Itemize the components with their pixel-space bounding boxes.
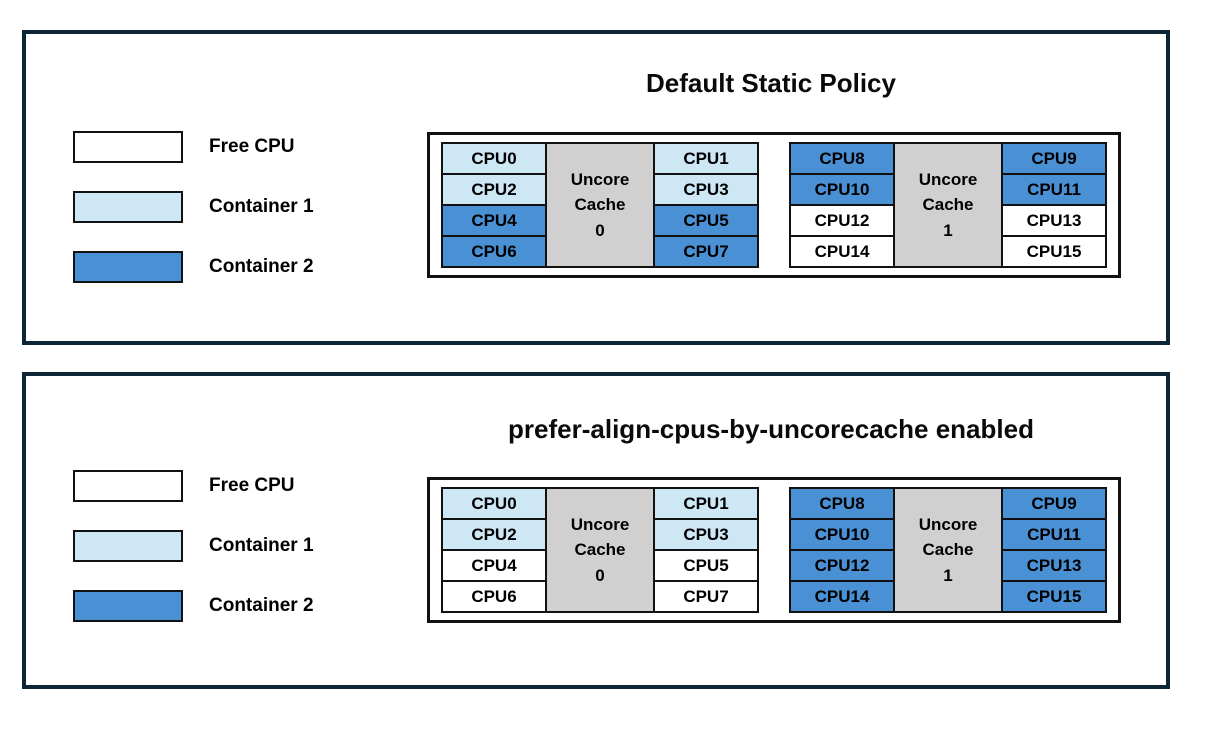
cpu-cell: CPU14 [791, 237, 893, 266]
cpu-cell: CPU7 [655, 582, 757, 611]
legend-swatch-container1 [73, 191, 183, 223]
cpu-topology-diagram: Uncore Cache 0 CPU0 CPU2 CPU4 CPU6 CPU1 … [427, 477, 1121, 623]
uncore-cache-0-block: Uncore Cache 0 [547, 489, 653, 611]
cpu-cell: CPU0 [443, 489, 545, 518]
cpu-cell: CPU2 [443, 520, 545, 549]
cpu-cell: CPU10 [791, 175, 893, 204]
legend-swatch-container2 [73, 251, 183, 283]
legend-item-free-cpu: Free CPU [73, 131, 295, 163]
cache-label-line: Uncore [570, 514, 630, 534]
policy-panel-default: Default Static Policy Free CPU Container… [22, 30, 1170, 345]
cache-label-line: 1 [943, 220, 953, 240]
uncore-cache-1-group: Uncore Cache 1 CPU8 CPU10 CPU12 CPU14 CP… [789, 487, 1107, 613]
uncore-cache-1-group: Uncore Cache 1 CPU8 CPU10 CPU12 CPU14 CP… [789, 142, 1107, 268]
legend-swatch-free-cpu [73, 131, 183, 163]
uncore-cache-1-block: Uncore Cache 1 [895, 144, 1001, 266]
cpu-cell: CPU8 [791, 489, 893, 518]
cache-label-line: Cache [922, 540, 974, 560]
cpu-cell: CPU2 [443, 175, 545, 204]
cpu-cell: CPU6 [443, 237, 545, 266]
cache-label-line: 0 [595, 220, 605, 240]
cpu-cell: CPU3 [655, 175, 757, 204]
cpu-cell: CPU14 [791, 582, 893, 611]
cpu-cell: CPU5 [655, 206, 757, 235]
cpu-cell: CPU9 [1003, 144, 1105, 173]
legend-item-container1: Container 1 [73, 191, 314, 223]
cpu-cell: CPU11 [1003, 520, 1105, 549]
cpu-cell: CPU0 [443, 144, 545, 173]
legend-item-container1: Container 1 [73, 530, 314, 562]
cpu-cell: CPU10 [791, 520, 893, 549]
legend-swatch-container1 [73, 530, 183, 562]
cpu-cell: CPU13 [1003, 551, 1105, 580]
legend-swatch-container2 [73, 590, 183, 622]
cpu-cell: CPU1 [655, 489, 757, 518]
cpu-cell: CPU13 [1003, 206, 1105, 235]
cpu-cell: CPU7 [655, 237, 757, 266]
cpu-cell: CPU9 [1003, 489, 1105, 518]
cpu-topology-diagram: Uncore Cache 0 CPU0 CPU2 CPU4 CPU6 CPU1 … [427, 132, 1121, 278]
cpu-cell: CPU3 [655, 520, 757, 549]
cache-label-line: 0 [595, 565, 605, 585]
policy-panel-uncorecache: prefer-align-cpus-by-uncorecache enabled… [22, 372, 1170, 689]
cpu-cell: CPU4 [443, 206, 545, 235]
cache-label-line: Uncore [918, 169, 978, 189]
legend-label: Container 1 [209, 196, 314, 217]
cache-label-line: Cache [922, 195, 974, 215]
cache-label-line: Cache [574, 195, 626, 215]
legend-item-free-cpu: Free CPU [73, 470, 295, 502]
uncore-cache-0-block: Uncore Cache 0 [547, 144, 653, 266]
cache-label-line: Cache [574, 540, 626, 560]
cpu-cell: CPU15 [1003, 582, 1105, 611]
legend-label: Container 1 [209, 535, 314, 556]
legend-item-container2: Container 2 [73, 590, 314, 622]
uncore-cache-0-group: Uncore Cache 0 CPU0 CPU2 CPU4 CPU6 CPU1 … [441, 142, 759, 268]
panel-title: Default Static Policy [646, 68, 896, 98]
cache-label-line: Uncore [570, 169, 630, 189]
legend-label: Free CPU [209, 475, 295, 496]
uncore-cache-0-group: Uncore Cache 0 CPU0 CPU2 CPU4 CPU6 CPU1 … [441, 487, 759, 613]
legend-label: Container 2 [209, 595, 314, 616]
cpu-cell: CPU15 [1003, 237, 1105, 266]
uncore-cache-1-block: Uncore Cache 1 [895, 489, 1001, 611]
cpu-cell: CPU11 [1003, 175, 1105, 204]
panel-title: prefer-align-cpus-by-uncorecache enabled [508, 414, 1034, 444]
cpu-cell: CPU6 [443, 582, 545, 611]
cache-label-line: 1 [943, 565, 953, 585]
cpu-cell: CPU4 [443, 551, 545, 580]
legend-swatch-free-cpu [73, 470, 183, 502]
cpu-cell: CPU8 [791, 144, 893, 173]
cpu-cell: CPU12 [791, 551, 893, 580]
cpu-cell: CPU5 [655, 551, 757, 580]
cache-label-line: Uncore [918, 514, 978, 534]
cpu-cell: CPU12 [791, 206, 893, 235]
legend-label: Free CPU [209, 136, 295, 157]
legend-label: Container 2 [209, 256, 314, 277]
legend-item-container2: Container 2 [73, 251, 314, 283]
cpu-cell: CPU1 [655, 144, 757, 173]
